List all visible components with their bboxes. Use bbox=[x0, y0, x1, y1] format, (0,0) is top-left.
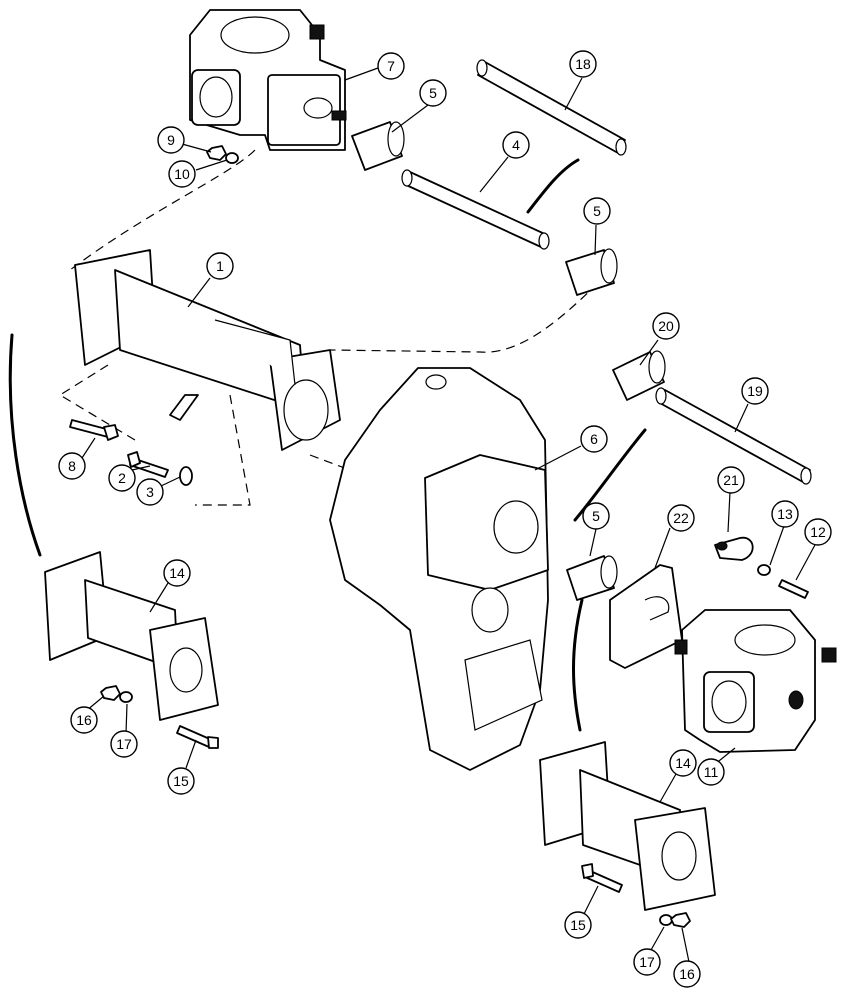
svg-text:21: 21 bbox=[723, 472, 739, 488]
nut-and-washer-right bbox=[659, 912, 691, 928]
callout-6: 6 bbox=[580, 425, 608, 453]
svg-text:14: 14 bbox=[169, 565, 185, 581]
lower-gearbox bbox=[674, 609, 837, 753]
motion-arc bbox=[572, 598, 584, 732]
svg-text:7: 7 bbox=[387, 58, 395, 74]
coupler-sleeve-20 bbox=[612, 350, 666, 401]
tube-spacer-right bbox=[539, 741, 716, 911]
svg-text:9: 9 bbox=[167, 132, 175, 148]
callout-14: 14 bbox=[163, 559, 191, 587]
right-shaft bbox=[655, 387, 812, 485]
callout-17: 17 bbox=[633, 948, 661, 976]
middle-shaft bbox=[401, 169, 550, 250]
tube-spacer-left bbox=[44, 551, 219, 721]
coupler-sleeve-lower bbox=[566, 555, 618, 601]
clamp bbox=[714, 536, 754, 561]
callout-12: 12 bbox=[804, 518, 832, 546]
callout-5: 5 bbox=[419, 79, 447, 107]
svg-text:18: 18 bbox=[575, 56, 591, 72]
callout-15: 15 bbox=[167, 767, 195, 795]
svg-text:12: 12 bbox=[810, 524, 826, 540]
svg-text:15: 15 bbox=[173, 773, 189, 789]
bolt-right bbox=[778, 579, 809, 599]
svg-text:15: 15 bbox=[570, 917, 586, 933]
svg-text:10: 10 bbox=[174, 166, 190, 182]
svg-text:11: 11 bbox=[704, 764, 719, 780]
nut-and-washer-upper bbox=[206, 145, 239, 164]
callout-14: 14 bbox=[669, 749, 697, 777]
callout-4: 4 bbox=[502, 131, 530, 159]
svg-text:17: 17 bbox=[116, 736, 132, 752]
assembly-guide-line bbox=[69, 149, 599, 353]
callout-19: 19 bbox=[741, 377, 769, 405]
svg-text:2: 2 bbox=[118, 470, 126, 486]
svg-text:16: 16 bbox=[679, 966, 695, 982]
svg-text:16: 16 bbox=[76, 712, 92, 728]
bolt-right-lower bbox=[581, 863, 623, 893]
svg-text:14: 14 bbox=[675, 755, 691, 771]
svg-text:17: 17 bbox=[639, 954, 655, 970]
callout-5: 5 bbox=[583, 197, 611, 225]
callout-10: 10 bbox=[168, 160, 196, 188]
coupler-sleeve-middle bbox=[565, 248, 618, 296]
svg-text:4: 4 bbox=[512, 137, 520, 153]
svg-text:19: 19 bbox=[747, 383, 763, 399]
callout-11: 11 bbox=[697, 758, 725, 786]
gasket-plate bbox=[609, 564, 683, 669]
tube-housing bbox=[74, 249, 341, 451]
callout-9: 9 bbox=[157, 126, 185, 154]
svg-text:13: 13 bbox=[777, 506, 793, 522]
upper-shaft bbox=[476, 59, 627, 156]
assembly-guide-line bbox=[58, 364, 251, 506]
svg-text:20: 20 bbox=[658, 318, 674, 334]
bolt-medium bbox=[127, 451, 169, 478]
svg-text:8: 8 bbox=[68, 458, 76, 474]
washer bbox=[179, 466, 193, 486]
main-gear-case bbox=[329, 367, 549, 771]
callout-8: 8 bbox=[58, 452, 86, 480]
callout-21: 21 bbox=[717, 466, 745, 494]
svg-text:6: 6 bbox=[590, 431, 598, 447]
callout-7: 7 bbox=[377, 52, 405, 80]
callout-3: 3 bbox=[136, 478, 164, 506]
callout-1: 1 bbox=[206, 252, 234, 280]
bolt-left-lower bbox=[176, 725, 219, 749]
upper-gearbox bbox=[189, 9, 347, 151]
callout-20: 20 bbox=[652, 312, 680, 340]
svg-text:5: 5 bbox=[429, 85, 437, 101]
svg-text:5: 5 bbox=[592, 508, 600, 524]
bolt-long bbox=[69, 419, 119, 441]
leader-lines bbox=[81, 67, 817, 963]
callout-15: 15 bbox=[564, 911, 592, 939]
callout-18: 18 bbox=[569, 50, 597, 78]
nut-and-washer-left bbox=[100, 685, 133, 703]
callout-17: 17 bbox=[110, 730, 138, 758]
motion-arc bbox=[573, 428, 647, 522]
callout-2: 2 bbox=[108, 464, 136, 492]
coupler-sleeve-upper bbox=[351, 121, 405, 171]
svg-text:1: 1 bbox=[216, 258, 224, 274]
callout-16: 16 bbox=[673, 960, 701, 988]
callout-13: 13 bbox=[771, 500, 799, 528]
svg-text:5: 5 bbox=[593, 203, 601, 219]
motion-arc bbox=[526, 158, 580, 214]
motion-arc bbox=[8, 333, 42, 557]
callout-22: 22 bbox=[667, 504, 695, 532]
svg-text:22: 22 bbox=[673, 510, 689, 526]
callout-5: 5 bbox=[582, 502, 610, 530]
svg-text:3: 3 bbox=[146, 484, 154, 500]
washer-right bbox=[757, 564, 771, 576]
callout-16: 16 bbox=[70, 706, 98, 734]
